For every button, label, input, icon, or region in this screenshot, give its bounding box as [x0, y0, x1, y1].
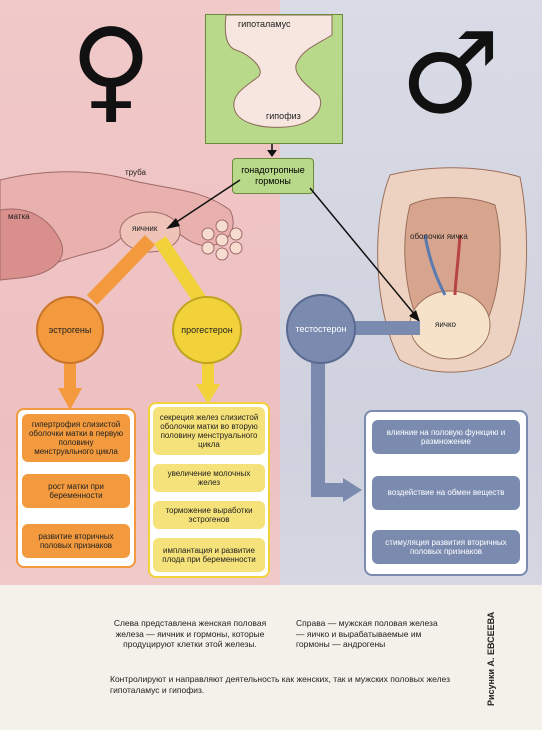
testosterone-label: тестостерон	[295, 324, 347, 334]
gonadotropic-label: гонадотропные гормоны	[241, 165, 305, 186]
male-organ-illustration	[377, 167, 528, 373]
testis-membranes-label: оболочки яичка	[410, 232, 468, 241]
estrogen-effect-1: гипертрофия слизистой оболочки матки в п…	[22, 414, 130, 462]
flow-arrows	[58, 144, 420, 502]
caption-left: Слева представлена женская половая желез…	[113, 618, 267, 650]
ovary-label: яичник	[132, 224, 158, 233]
estrogen-effect-3: развитие вторичных половых признаков	[22, 524, 130, 558]
caption-bottom: Контролируют и направляют деятельность к…	[110, 674, 450, 695]
testosterone-effect-3: стимуляция развития вторичных половых пр…	[372, 530, 520, 564]
testosterone-effect-2: воздействие на обмен веществ	[372, 476, 520, 510]
male-symbol-icon: ♂	[400, 9, 501, 139]
uterus-label: матка	[8, 212, 30, 221]
progesterone-node: прогестерон	[172, 296, 242, 364]
progesterone-label: прогестерон	[181, 325, 233, 335]
brain-illustration	[224, 15, 333, 128]
progesterone-effect-1: секреция желез слизистой оболочки матки …	[153, 407, 265, 455]
testis-label: яичко	[435, 320, 457, 329]
hypothalamus-label: гипоталамус	[238, 19, 291, 29]
progesterone-effect-2: увеличение молочных желез	[153, 464, 265, 492]
caption-background	[0, 585, 542, 730]
female-symbol-icon: ♀	[70, 5, 153, 135]
caption-right: Справа — мужская половая железа — яичко …	[296, 618, 438, 650]
flower-ovum-icon	[201, 219, 243, 261]
progesterone-effect-4: имплантация и развитие плода при беремен…	[153, 538, 265, 572]
testosterone-node: тестостерон	[286, 294, 356, 364]
testosterone-effect-1: влияние на половую функцию и размножение	[372, 420, 520, 454]
illustration-credit: Рисунки А. ЕВСЕЕВА	[486, 611, 496, 706]
hypothalamus-pituitary-box: гипоталамус гипофиз	[205, 14, 343, 144]
gonadotropic-hormones-box: гонадотропные гормоны	[232, 158, 314, 194]
progesterone-effect-3: торможение выработки эстрогенов	[153, 501, 265, 529]
female-organ-illustration	[0, 171, 243, 281]
estrogens-label: эстрогены	[48, 325, 92, 335]
estrogens-node: эстрогены	[36, 296, 104, 364]
estrogen-effect-2: рост матки при беременности	[22, 474, 130, 508]
tube-label: труба	[125, 168, 146, 177]
pituitary-label: гипофиз	[266, 111, 301, 121]
